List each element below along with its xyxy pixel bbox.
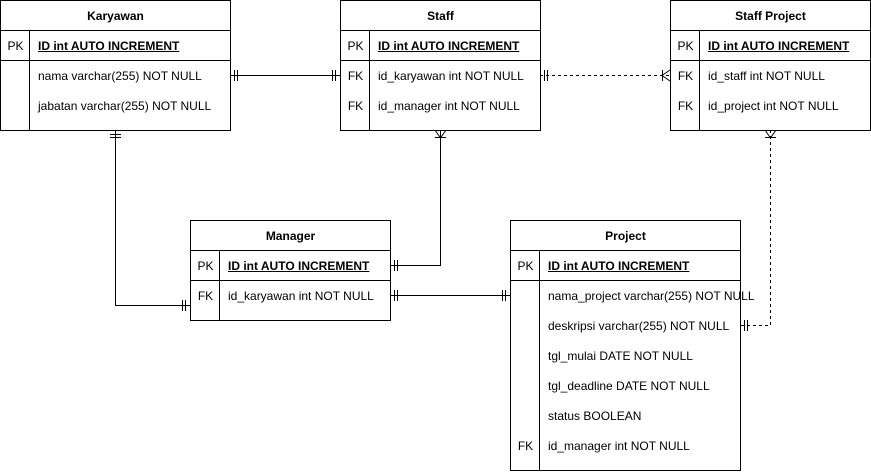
field-label: ID int AUTO INCREMENT [228,259,370,273]
table-row[interactable]: nama varchar(255) NOT NULL [1,61,230,91]
rel-staffproject-project [740,129,777,331]
table-row[interactable]: FK id_manager int NOT NULL [341,91,540,121]
key-column [511,251,540,471]
key-column [341,31,370,131]
key-label: FK [677,99,694,113]
field-label: ID int AUTO INCREMENT [378,39,520,53]
entity-rows: PK ID int AUTO INCREMENT FK id_karyawan … [341,31,540,131]
field-label: tgl_mulai DATE NOT NULL [548,349,693,363]
entity-project[interactable]: Project PK ID int AUTO INCREMENT nama_pr… [510,220,755,471]
row-padding [191,311,390,321]
field-label: nama varchar(255) NOT NULL [38,69,202,83]
key-label: PK [677,39,694,53]
table-row[interactable]: FK id_karyawan int NOT NULL [341,61,540,91]
key-label: FK [517,439,534,453]
rel-karyawan-staff [230,70,340,81]
entity-staff[interactable]: Staff PK ID int AUTO INCREMENT FK id_kar… [340,0,541,131]
key-label: FK [347,69,364,83]
row-padding [671,121,870,131]
field-label: ID int AUTO INCREMENT [548,259,690,273]
field-label: id_manager int NOT NULL [378,99,520,113]
table-row[interactable]: PK ID int AUTO INCREMENT [671,31,870,61]
field-label: status BOOLEAN [548,409,642,423]
key-label: FK [677,69,694,83]
entity-title: Manager [191,221,390,251]
field-label: ID int AUTO INCREMENT [708,39,850,53]
table-row[interactable]: FK id_staff int NOT NULL [671,61,870,91]
row-padding [341,121,540,131]
table-row[interactable]: PK ID int AUTO INCREMENT [341,31,540,61]
field-label: deskripsi varchar(255) NOT NULL [548,319,730,333]
field-label: id_karyawan int NOT NULL [228,289,374,303]
table-row[interactable]: tgl_mulai DATE NOT NULL [511,341,740,371]
table-row[interactable]: PK ID int AUTO INCREMENT [511,251,740,281]
key-label: PK [517,259,534,273]
table-row[interactable]: FK id_project int NOT NULL [671,91,870,121]
field-label: ID int AUTO INCREMENT [38,39,180,53]
entity-title: Project [511,221,740,251]
key-label: PK [347,39,364,53]
table-row[interactable]: FK id_manager int NOT NULL [511,431,740,461]
field-label: id_manager int NOT NULL [548,439,690,453]
entity-title: Staff [341,1,540,31]
entity-title: Karyawan [1,1,230,31]
key-label: PK [7,39,24,53]
entity-manager[interactable]: Manager PK ID int AUTO INCREMENT FK id_k… [190,220,391,321]
rel-staff-manager [390,129,447,271]
entity-rows: PK ID int AUTO INCREMENT FK id_karyawan … [191,251,390,321]
key-column [191,251,220,321]
entity-staff-project[interactable]: Staff Project PK ID int AUTO INCREMENT F… [670,0,871,131]
rel-manager-project [390,290,510,301]
key-label: PK [197,259,214,273]
table-row[interactable]: deskripsi varchar(255) NOT NULL [511,311,740,341]
field-label: tgl_deadline DATE NOT NULL [548,379,710,393]
table-row[interactable]: PK ID int AUTO INCREMENT [191,251,390,281]
field-label: nama_project varchar(255) NOT NULL [548,289,755,303]
key-label: FK [197,289,214,303]
row-padding [511,461,740,471]
table-row[interactable]: PK ID int AUTO INCREMENT [1,31,230,61]
rel-staff-staffproject [540,69,671,82]
table-row[interactable]: status BOOLEAN [511,401,740,431]
row-padding [1,121,230,131]
entity-rows: PK ID int AUTO INCREMENT nama_project va… [511,251,755,471]
field-label: id_karyawan int NOT NULL [378,69,524,83]
table-row[interactable]: jabatan varchar(255) NOT NULL [1,91,230,121]
rel-karyawan-manager [110,130,190,311]
table-row[interactable]: nama_project varchar(255) NOT NULL [511,281,755,311]
entity-rows: PK ID int AUTO INCREMENT FK id_staff int… [671,31,870,131]
field-label: jabatan varchar(255) NOT NULL [38,99,212,113]
key-label: FK [347,99,364,113]
field-label: id_staff int NOT NULL [708,69,825,83]
entity-rows: PK ID int AUTO INCREMENT nama varchar(25… [1,31,230,131]
table-row[interactable]: FK id_karyawan int NOT NULL [191,281,390,311]
key-column [1,31,30,131]
field-label: id_project int NOT NULL [708,99,839,113]
table-row[interactable]: tgl_deadline DATE NOT NULL [511,371,740,401]
entity-title: Staff Project [671,1,870,31]
entity-karyawan[interactable]: Karyawan PK ID int AUTO INCREMENT nama v… [0,0,231,131]
key-column [671,31,700,131]
